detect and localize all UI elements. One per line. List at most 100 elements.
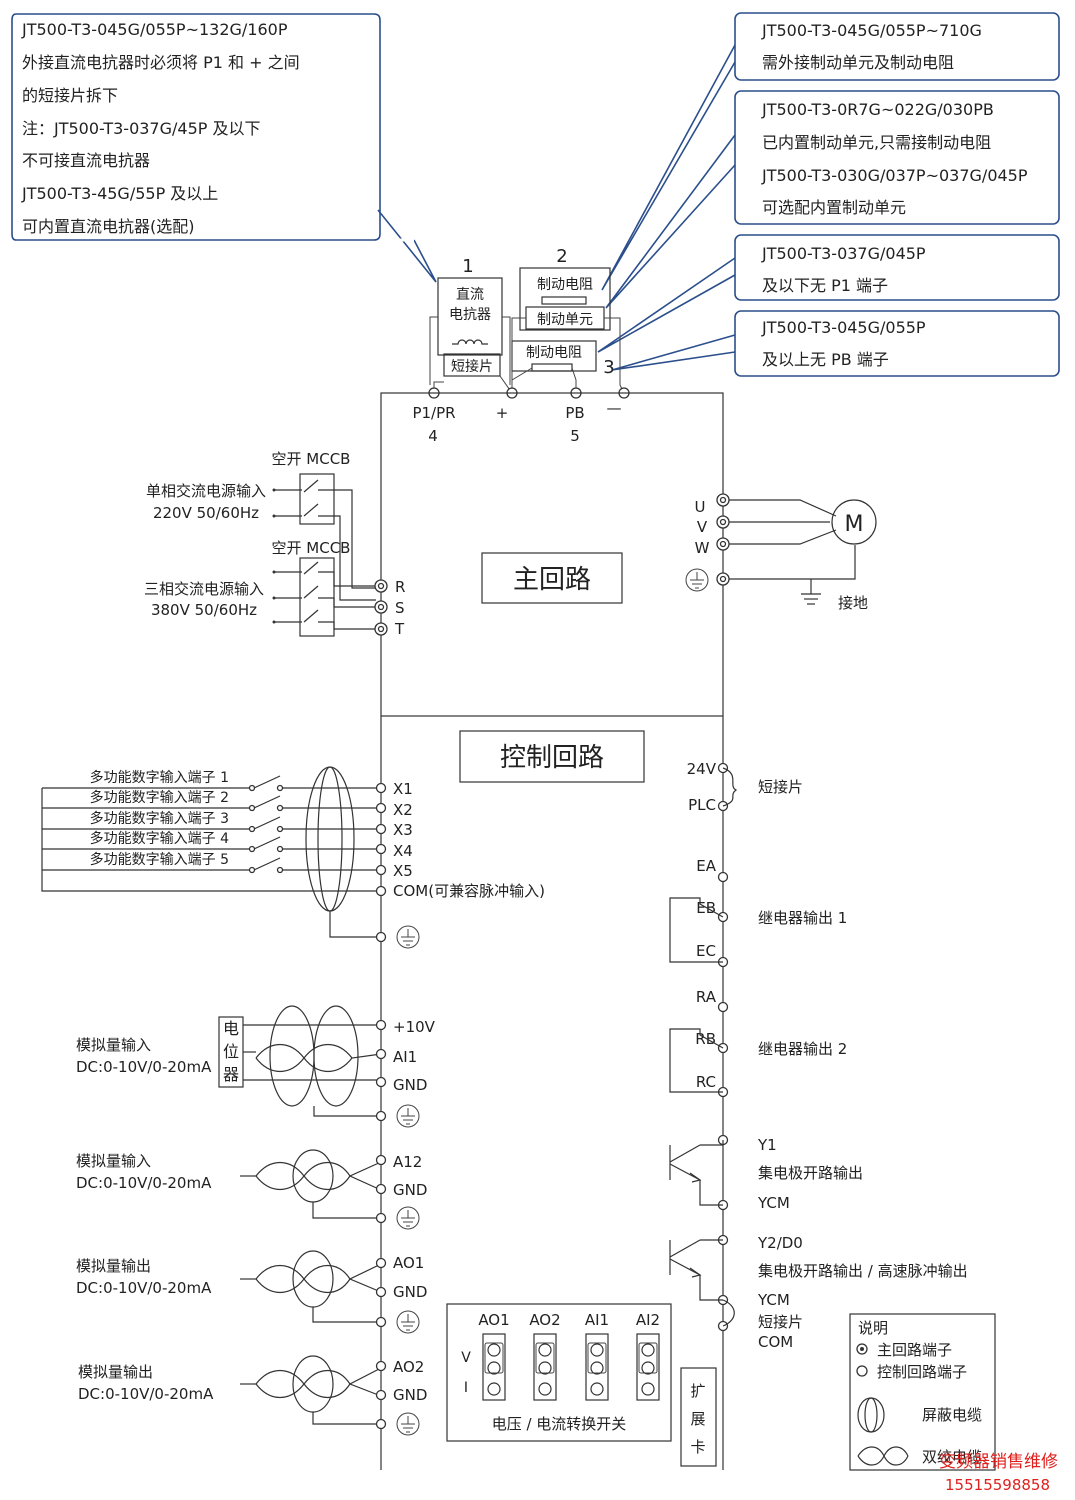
- callout-line: 及以下无 P1 端子: [762, 276, 888, 295]
- relay-label: 继电器输出 2: [758, 1040, 847, 1058]
- ground-icon: [396, 1310, 420, 1334]
- vi-switch: [636, 1333, 660, 1401]
- terminal-x3: X3: [393, 821, 413, 839]
- switch-pin: [590, 1382, 604, 1396]
- ai2-cable: [240, 1149, 382, 1219]
- uvw-terminals: [716, 493, 730, 586]
- terminal-r: R: [395, 578, 405, 596]
- control-terminal: [375, 1048, 387, 1060]
- switch-blade: [253, 857, 281, 871]
- callout-line: 及以上无 PB 端子: [762, 350, 889, 369]
- control-terminal: [375, 1286, 387, 1298]
- switch-contact: [248, 784, 256, 792]
- main-circuit-box: [380, 392, 724, 717]
- switch-pin: [487, 1343, 501, 1357]
- ext-card-char: 展: [690, 1410, 705, 1428]
- ground-icon: [685, 568, 709, 592]
- reactor-label: 直流: [456, 286, 484, 303]
- pot-char: 位: [223, 1042, 239, 1061]
- ai-label: DC:0-10V/0-20mA: [76, 1058, 212, 1076]
- terminal-u: U: [695, 498, 706, 516]
- control-grounds: [375, 925, 420, 1436]
- callout-line: JT500-T3-045G/055P~132G/160P: [21, 20, 288, 39]
- short-link-label: 短接片: [758, 1313, 803, 1331]
- terminal-y2: Y2/D0: [757, 1234, 803, 1252]
- ground-label: 接地: [838, 594, 868, 612]
- control-terminal: [375, 1019, 387, 1031]
- power-label: 单相交流电源输入: [146, 482, 266, 500]
- terminal-10v: +10V: [393, 1018, 436, 1036]
- switch-pin: [538, 1361, 552, 1375]
- control-terminal: [375, 931, 387, 943]
- label-number-4: 4: [428, 427, 438, 445]
- shield-cable-icon: [269, 1005, 315, 1107]
- ground-icon: [396, 1206, 420, 1230]
- motor-wires: [729, 499, 856, 605]
- label-number-3: 3: [603, 357, 614, 378]
- vi-switch: [482, 1333, 506, 1401]
- callout-line: JT500-T3-030G/037P~037G/045P: [761, 166, 1028, 185]
- legend-main: 主回路端子: [877, 1341, 952, 1359]
- switch-contact: [248, 845, 256, 853]
- control-terminal: [375, 1212, 387, 1224]
- transistor-y1-icon: [669, 1140, 724, 1206]
- callout-line: 注：JT500-T3-037G/45P 及以下: [22, 119, 261, 138]
- ai-label: 模拟量输入: [76, 1036, 151, 1054]
- terminal-w: W: [695, 539, 710, 557]
- switch-contact: [276, 804, 284, 812]
- switch-col: AI2: [636, 1311, 660, 1329]
- label-number-5: 5: [570, 427, 580, 445]
- callout-right-4: JT500-T3-045G/055P 及以上无 PB 端子: [734, 310, 1060, 377]
- mccb-label: 空开 MCCB: [272, 450, 351, 468]
- control-terminal: [717, 1001, 729, 1013]
- switch-blade: [253, 816, 281, 830]
- terminal-com: COM: [758, 1333, 793, 1351]
- short-link-label: 短接片: [451, 358, 493, 375]
- control-left-terminals: [375, 782, 387, 1401]
- terminal-ai1: AI1: [393, 1048, 417, 1066]
- ao2-cable: [240, 1355, 382, 1425]
- callout-top-left: JT500-T3-045G/055P~132G/160P 外接直流电抗器时必须将…: [11, 13, 437, 283]
- callout-right-1: JT500-T3-045G/055P~710G 需外接制动单元及制动电阻: [734, 12, 1060, 81]
- switch-contact: [276, 866, 284, 874]
- relay2-contacts: [669, 1028, 724, 1093]
- power-label: 220V 50/60Hz: [153, 504, 259, 522]
- callout-line: 需外接制动单元及制动电阻: [762, 53, 954, 72]
- switch-slider: [535, 1342, 555, 1374]
- switch-contact: [248, 804, 256, 812]
- control-terminal: [375, 864, 387, 876]
- dc-reactor-box: 直流 电抗器: [437, 277, 503, 356]
- ai-label: DC:0-10V/0-20mA: [76, 1174, 212, 1192]
- ao-label: DC:0-10V/0-20mA: [76, 1279, 212, 1297]
- switch-blade: [253, 836, 281, 850]
- motor-icon: [831, 499, 877, 545]
- vi-switch: [585, 1333, 609, 1401]
- terminal-x2: X2: [393, 801, 413, 819]
- vi-switch: [533, 1333, 557, 1401]
- callout-line: JT500-T3-045G/055P: [761, 318, 926, 337]
- callout-line: JT500-T3-045G/055P~710G: [761, 21, 982, 40]
- callout-line: JT500-T3-45G/55P 及以上: [21, 184, 218, 203]
- switch-contact: [276, 845, 284, 853]
- callout-line: 不可接直流电抗器: [22, 151, 150, 170]
- mccb-label: 空开 MCCB: [272, 539, 351, 557]
- pot-char: 电: [223, 1019, 239, 1038]
- control-terminal: [375, 1257, 387, 1269]
- switch-slider: [587, 1342, 607, 1374]
- watermark-text: 变频器销售维修: [939, 1452, 1058, 1472]
- terminal-ycm: YCM: [757, 1194, 790, 1212]
- control-terminal: [375, 1110, 387, 1122]
- reactor-label: 电抗器: [449, 307, 491, 323]
- di-label: 多功能数字输入端子 1: [90, 769, 229, 786]
- di-label: 多功能数字输入端子 2: [90, 789, 229, 806]
- callout-right-2: JT500-T3-0R7G~022G/030PB 已内置制动单元,只需接制动电阻…: [734, 90, 1060, 225]
- relay-term: RB: [695, 1030, 716, 1048]
- ao-label: 模拟量输出: [78, 1363, 153, 1381]
- switch-pin: [641, 1382, 655, 1396]
- callout-pointers: [597, 44, 736, 371]
- switch-slider: [484, 1342, 504, 1374]
- switch-title: 电压 / 电流转换开关: [492, 1415, 627, 1433]
- ao-label: 模拟量输出: [76, 1257, 151, 1275]
- callout-line: 可内置直流电抗器(选配): [22, 217, 195, 236]
